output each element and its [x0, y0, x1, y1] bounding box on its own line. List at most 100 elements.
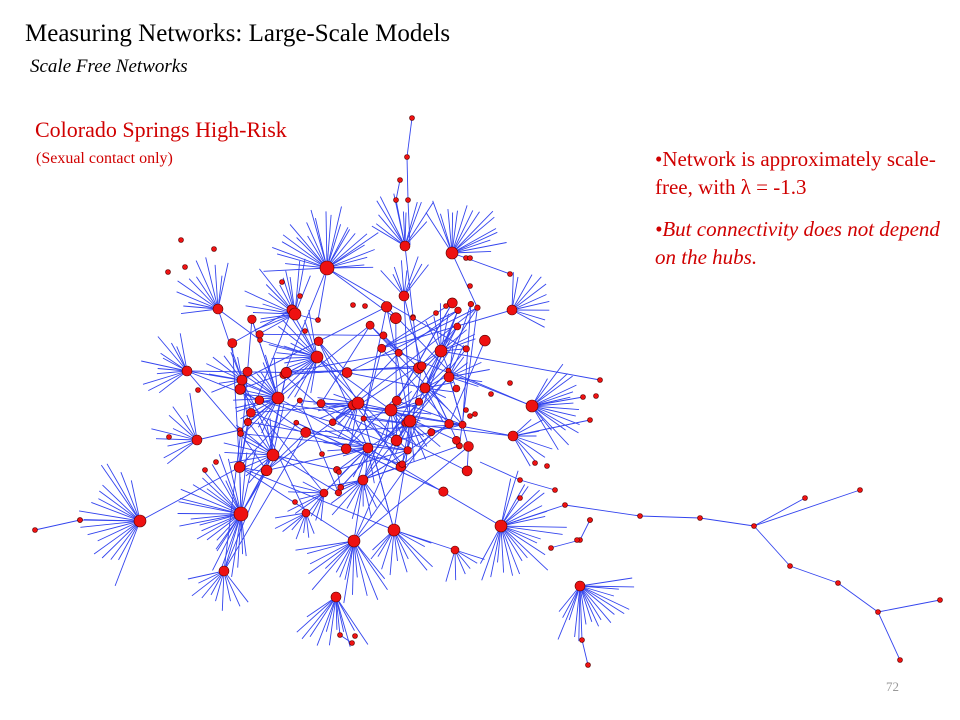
- network-edge: [363, 418, 514, 437]
- network-edge: [500, 505, 543, 527]
- network-edge: [451, 205, 468, 254]
- network-edge: [325, 596, 337, 632]
- network-edge: [212, 513, 242, 571]
- network-edge: [218, 454, 242, 515]
- network-node: [580, 394, 586, 400]
- network-edge: [176, 291, 219, 310]
- network-edge: [877, 599, 941, 613]
- network-edge: [362, 350, 442, 481]
- network-edge: [353, 540, 386, 580]
- network-edge: [451, 231, 498, 254]
- network-edge: [699, 517, 755, 527]
- network-edge: [239, 466, 395, 531]
- network-edge: [511, 294, 547, 311]
- network-edge: [352, 540, 355, 595]
- network-edge: [320, 492, 325, 522]
- network-node: [377, 343, 387, 353]
- network-edge: [110, 520, 141, 560]
- network-node: [390, 434, 403, 447]
- network-edge: [407, 199, 411, 246]
- network-edge: [531, 375, 573, 407]
- network-edge: [390, 409, 432, 415]
- network-edge: [500, 470, 519, 527]
- network-node: [562, 502, 568, 508]
- network-edge: [511, 309, 545, 328]
- network-node: [398, 290, 410, 302]
- network-edge: [223, 570, 241, 607]
- network-node: [462, 345, 470, 353]
- network-edge: [512, 435, 531, 467]
- network-node: [398, 460, 406, 468]
- network-edge: [328, 596, 337, 646]
- network-node: [787, 563, 793, 569]
- network-edge: [789, 565, 839, 584]
- bullet-glyph: •: [655, 217, 663, 241]
- network-node: [297, 293, 303, 299]
- network-node: [195, 387, 201, 393]
- network-edge: [34, 519, 81, 531]
- network-node: [319, 260, 335, 276]
- network-node: [133, 514, 147, 528]
- network-edge: [335, 596, 355, 631]
- network-edge: [311, 540, 355, 591]
- network-edge: [579, 585, 619, 590]
- network-edge: [331, 479, 364, 516]
- network-node: [434, 344, 448, 358]
- network-edge: [500, 525, 521, 575]
- network-edge: [179, 333, 188, 372]
- network-node: [751, 523, 757, 529]
- network-edge: [400, 260, 405, 297]
- network-edge: [500, 504, 566, 527]
- network-edge: [186, 370, 241, 381]
- network-edge: [294, 492, 325, 514]
- network-edge: [142, 370, 188, 385]
- network-edge: [404, 201, 422, 247]
- network-node: [467, 283, 473, 289]
- network-edge: [151, 428, 198, 441]
- network-edge: [274, 512, 307, 529]
- network-edge: [318, 306, 387, 342]
- network-edge: [283, 267, 328, 375]
- network-edge: [462, 304, 472, 425]
- network-edge: [306, 540, 355, 555]
- network-node: [341, 367, 353, 378]
- network-edge: [281, 241, 328, 269]
- network-edge: [837, 582, 879, 613]
- network-edge: [579, 585, 615, 615]
- network-edge: [335, 596, 369, 645]
- network-edge: [500, 525, 563, 535]
- network-edge: [301, 596, 337, 640]
- network-edge: [512, 435, 546, 458]
- network-edge: [451, 242, 507, 254]
- network-edge: [753, 497, 806, 527]
- network-edge: [196, 513, 242, 540]
- network-edge: [308, 540, 355, 575]
- network-edge: [448, 348, 467, 371]
- network-node: [404, 154, 410, 160]
- network-edge: [191, 570, 225, 597]
- network-node: [467, 413, 473, 419]
- network-edge: [252, 312, 296, 315]
- network-edge: [289, 315, 318, 358]
- network-edge: [99, 490, 141, 522]
- network-edge: [309, 596, 337, 638]
- network-node: [525, 399, 539, 413]
- network-edge: [205, 257, 219, 310]
- network-edge: [511, 283, 547, 311]
- bullet-glyph: •: [655, 147, 663, 171]
- network-edge: [351, 479, 364, 520]
- network-node: [191, 434, 203, 446]
- network-edge: [379, 196, 406, 247]
- network-edge: [323, 447, 369, 494]
- network-node: [319, 451, 325, 457]
- network-edge: [519, 479, 556, 491]
- network-edge: [395, 318, 397, 441]
- network-edge: [363, 418, 395, 531]
- network-node: [310, 350, 324, 364]
- network-edge: [500, 525, 546, 556]
- network-edge: [353, 540, 379, 600]
- network-edge: [424, 307, 478, 389]
- network-node: [517, 477, 523, 483]
- network-node: [218, 565, 230, 577]
- network-node: [544, 463, 550, 469]
